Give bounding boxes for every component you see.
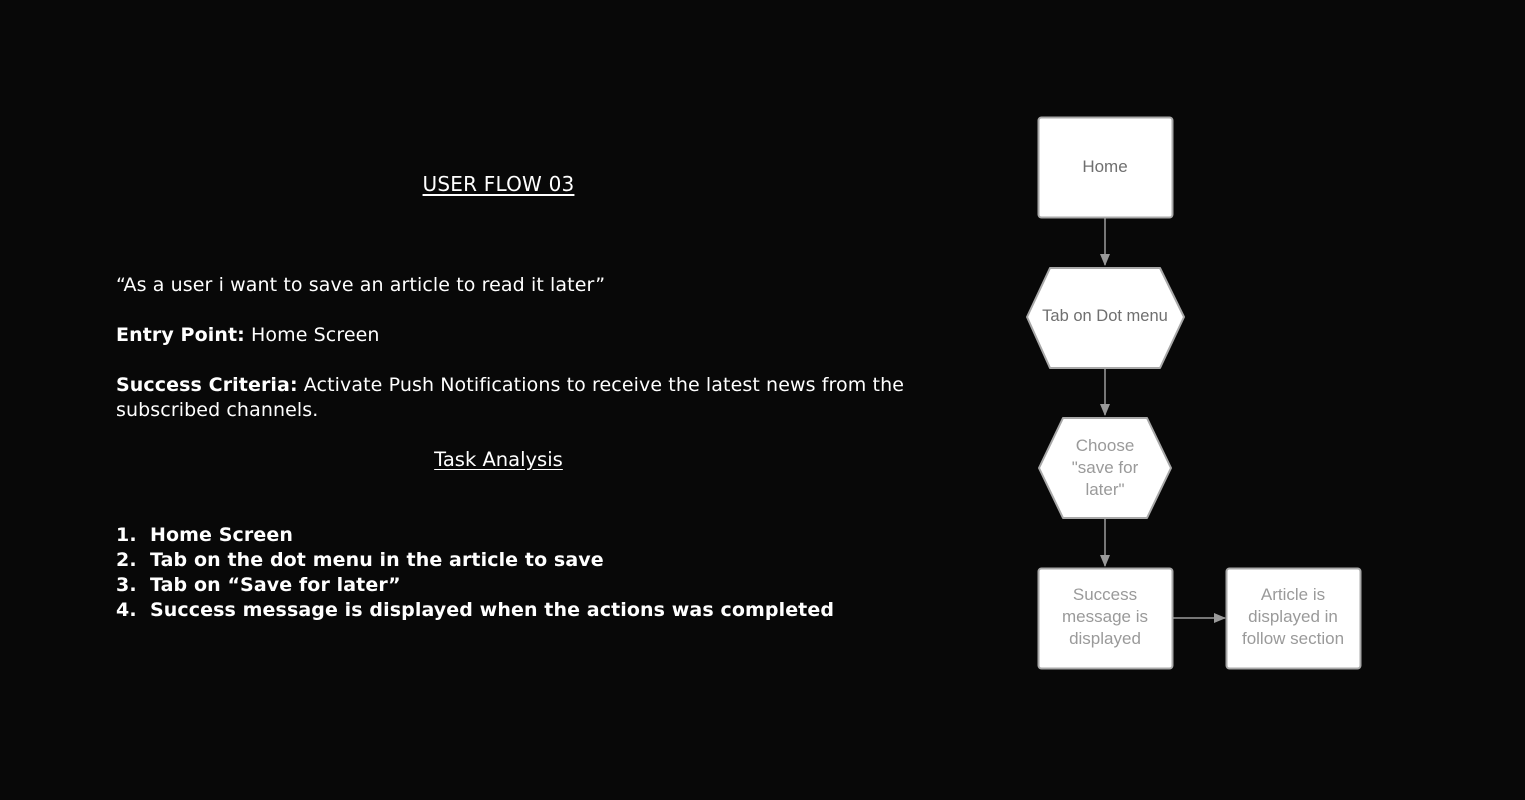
node-tab-dot-menu-label: Tab on Dot menu	[1042, 307, 1168, 325]
task-text: Tab on the dot menu in the article to sa…	[150, 549, 604, 571]
user-story: “As a user i want to save an article to …	[116, 274, 606, 296]
node-article-displayed-line-2: displayed in	[1248, 607, 1338, 626]
task-item: 2. Tab on the dot menu in the article to …	[116, 548, 834, 573]
entry-point-label: Entry Point:	[116, 324, 245, 346]
node-home-label: Home	[1082, 157, 1127, 176]
node-home: Home	[1037, 116, 1174, 219]
entry-point-value: Home Screen	[244, 324, 380, 346]
task-number: 2.	[116, 549, 137, 571]
task-item: 1. Home Screen	[116, 523, 834, 548]
node-choose-save-line-1: Choose	[1076, 436, 1135, 455]
success-criteria-value: Activate Push Notifications to receive t…	[116, 374, 905, 421]
node-success-message: Success message is displayed	[1037, 567, 1174, 670]
task-text: Success message is displayed when the ac…	[150, 599, 835, 621]
task-number: 4.	[116, 599, 137, 621]
node-success-message-line-2: message is	[1062, 607, 1148, 626]
task-item: 4. Success message is displayed when the …	[116, 598, 834, 623]
node-article-displayed-line-3: follow section	[1242, 629, 1344, 648]
node-success-message-line-1: Success	[1073, 585, 1137, 604]
task-list: 1. Home Screen 2. Tab on the dot menu in t…	[116, 523, 834, 623]
task-text: Home Screen	[150, 524, 293, 546]
success-criteria: Success Criteria: Activate Push Notifica…	[116, 373, 906, 423]
node-success-message-line-3: displayed	[1069, 629, 1141, 648]
task-number: 3.	[116, 574, 137, 596]
node-article-displayed-line-1: Article is	[1261, 585, 1325, 604]
node-article-displayed: Article is displayed in follow section	[1225, 567, 1362, 670]
task-analysis-heading: Task Analysis	[434, 448, 563, 471]
node-choose-save-line-2: "save for	[1072, 458, 1139, 477]
node-tab-dot-menu: Tab on Dot menu	[1026, 267, 1185, 369]
task-number: 1.	[116, 524, 137, 546]
node-choose-save: Choose "save for later"	[1038, 417, 1172, 519]
success-criteria-label: Success Criteria:	[116, 374, 298, 396]
page-title: USER FLOW 03	[422, 172, 575, 196]
task-item: 3. Tab on “Save for later”	[116, 573, 834, 598]
task-text: Tab on “Save for later”	[150, 574, 401, 596]
node-choose-save-line-3: later"	[1085, 480, 1124, 499]
entry-point: Entry Point: Home Screen	[116, 323, 380, 348]
